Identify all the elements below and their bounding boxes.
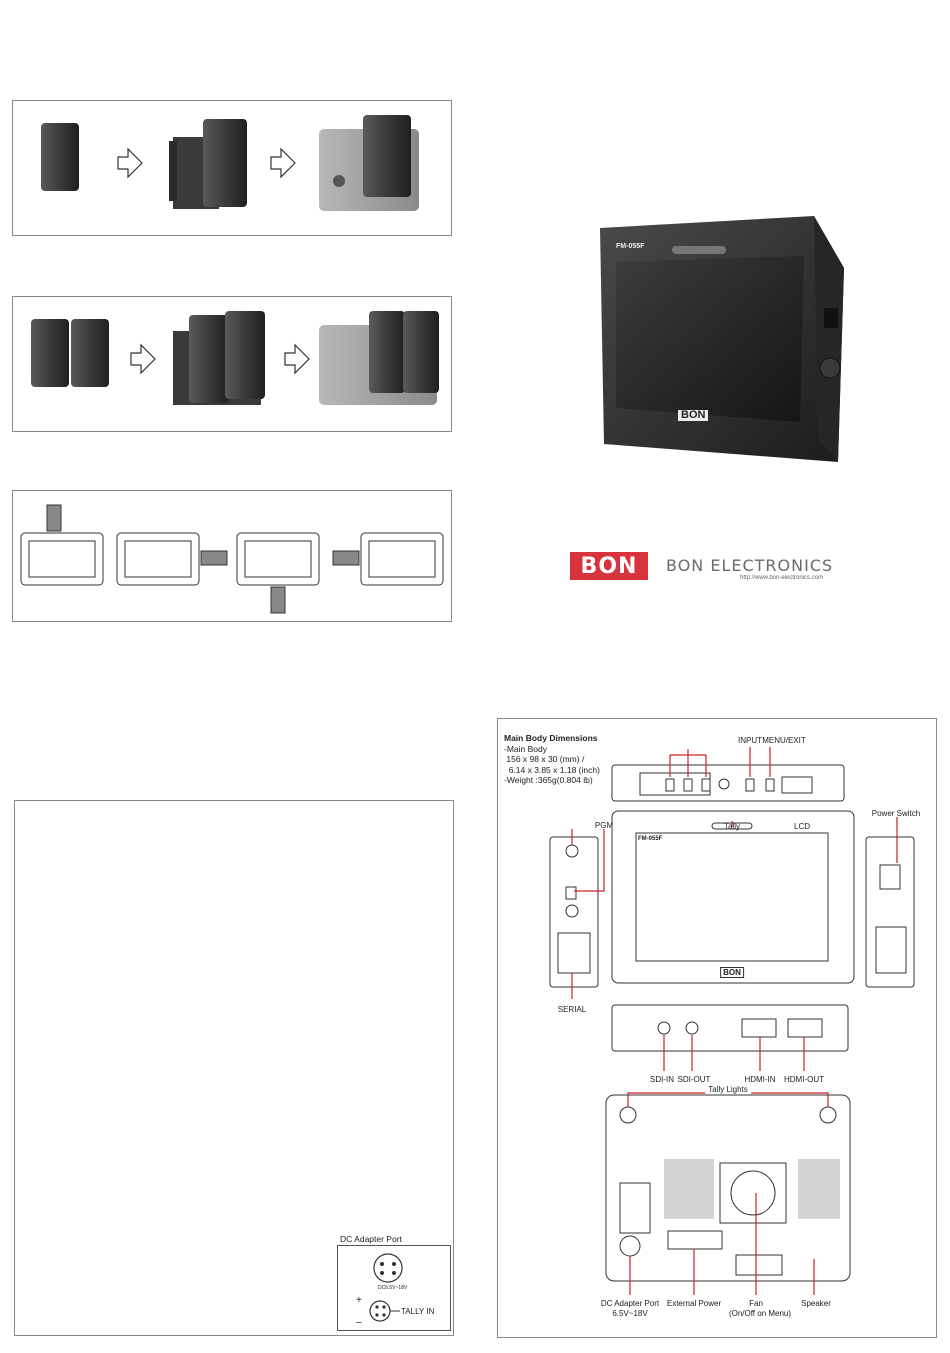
spec-line: -Weight :365g(0.804 lb) [504, 775, 593, 785]
battery-single-illustration [41, 115, 419, 211]
dc-voltage-label: DC6.5V~18V [378, 1285, 408, 1291]
battery-icon [71, 319, 109, 387]
battery-icon [31, 319, 69, 387]
mounted-battery-icon [225, 311, 265, 399]
tally-in-label: TALLY IN [401, 1307, 435, 1316]
plus-sign: + [356, 1295, 362, 1306]
callout-input: INPUT [738, 736, 762, 745]
front-bezel-logo: BON [720, 967, 744, 978]
callout-power-switch: Power Switch [871, 809, 921, 818]
callout-pgm: PGM [594, 821, 614, 830]
shoe-mount-icon [200, 550, 228, 566]
company-name: BON ELECTRONICS [666, 556, 834, 575]
arrow-right-icon [284, 343, 310, 375]
callout-speaker: Speaker [801, 1299, 831, 1308]
callout-sdi-in: SDI-IN [650, 1075, 674, 1084]
callout-external-power: External Power [666, 1299, 722, 1308]
mounted-battery-icon [363, 115, 411, 197]
battery-icon [41, 123, 79, 191]
shoe-mount-icon [332, 550, 360, 566]
bezel-logo: BON [678, 410, 709, 421]
callout-tally: Tally [723, 822, 741, 831]
callout-hdmi-out: HDMI-OUT [784, 1075, 824, 1084]
device-line-drawings [549, 747, 915, 1295]
shoe-mount-panel [12, 490, 452, 622]
battery-dual-illustration [31, 311, 439, 405]
callout-sdi-out: SDI-OUT [677, 1075, 711, 1084]
main-body-diagram: Main Body Dimensions -Main Body 156 x 98… [497, 718, 937, 1338]
callout-fan: Fan [749, 1299, 763, 1308]
company-url: http://www.bon-electronics.com [740, 575, 824, 581]
arrow-right-icon [130, 343, 156, 375]
front-model-label: FM-055F [638, 836, 663, 842]
xlr-connector-icon [369, 1253, 403, 1322]
callout-dc-port-voltage: 6.5V~18V [612, 1309, 648, 1318]
mounted-battery-icon [189, 315, 229, 403]
battery-dual-panel [12, 296, 452, 432]
spec-line: 156 x 98 x 30 (mm) / [504, 754, 585, 764]
dc-adapter-box: DC Adapter Port DC6.5V~18V + – TALLY IN [337, 1235, 451, 1331]
callout-lcd: LCD [793, 822, 811, 831]
arrow-right-icon [270, 147, 296, 179]
callout-hdmi-in: HDMI-IN [744, 1075, 776, 1084]
model-label: FM-055F [616, 243, 645, 250]
battery-single-panel [12, 100, 452, 236]
mounted-battery-icon [369, 311, 405, 393]
callout-fan-note: (On/Off on Menu) [728, 1309, 792, 1318]
minus-sign: – [356, 1317, 362, 1328]
shoe-mount-illustration [20, 504, 444, 614]
callout-menu-exit: MENU/EXIT [762, 736, 806, 745]
spec-line: -Main Body [504, 743, 547, 754]
shoe-mount-icon [270, 586, 286, 614]
mounted-battery-icon [403, 311, 439, 393]
callout-dc-port: DC Adapter Port [600, 1299, 660, 1308]
callout-tally-lights: Tally Lights [705, 1085, 751, 1094]
shoe-mount-icon [46, 504, 62, 532]
bon-logo: BON [570, 552, 648, 580]
product-photo: FM-055F BON [594, 212, 850, 468]
monitor-photo [600, 216, 844, 462]
specs-heading: Main Body Dimensions [504, 733, 598, 743]
dc-adapter-panel: DC Adapter Port DC6.5V~18V + – TALLY IN [14, 800, 454, 1336]
dc-adapter-title: DC Adapter Port [340, 1234, 402, 1244]
mounted-battery-icon [203, 119, 247, 207]
specs-block: Main Body Dimensions -Main Body 156 x 98… [504, 733, 600, 786]
callout-serial: SERIAL [557, 1005, 587, 1014]
spec-line: 6.14 x 3.85 x 1.18 (inch) [504, 764, 600, 775]
arrow-right-icon [117, 147, 143, 179]
